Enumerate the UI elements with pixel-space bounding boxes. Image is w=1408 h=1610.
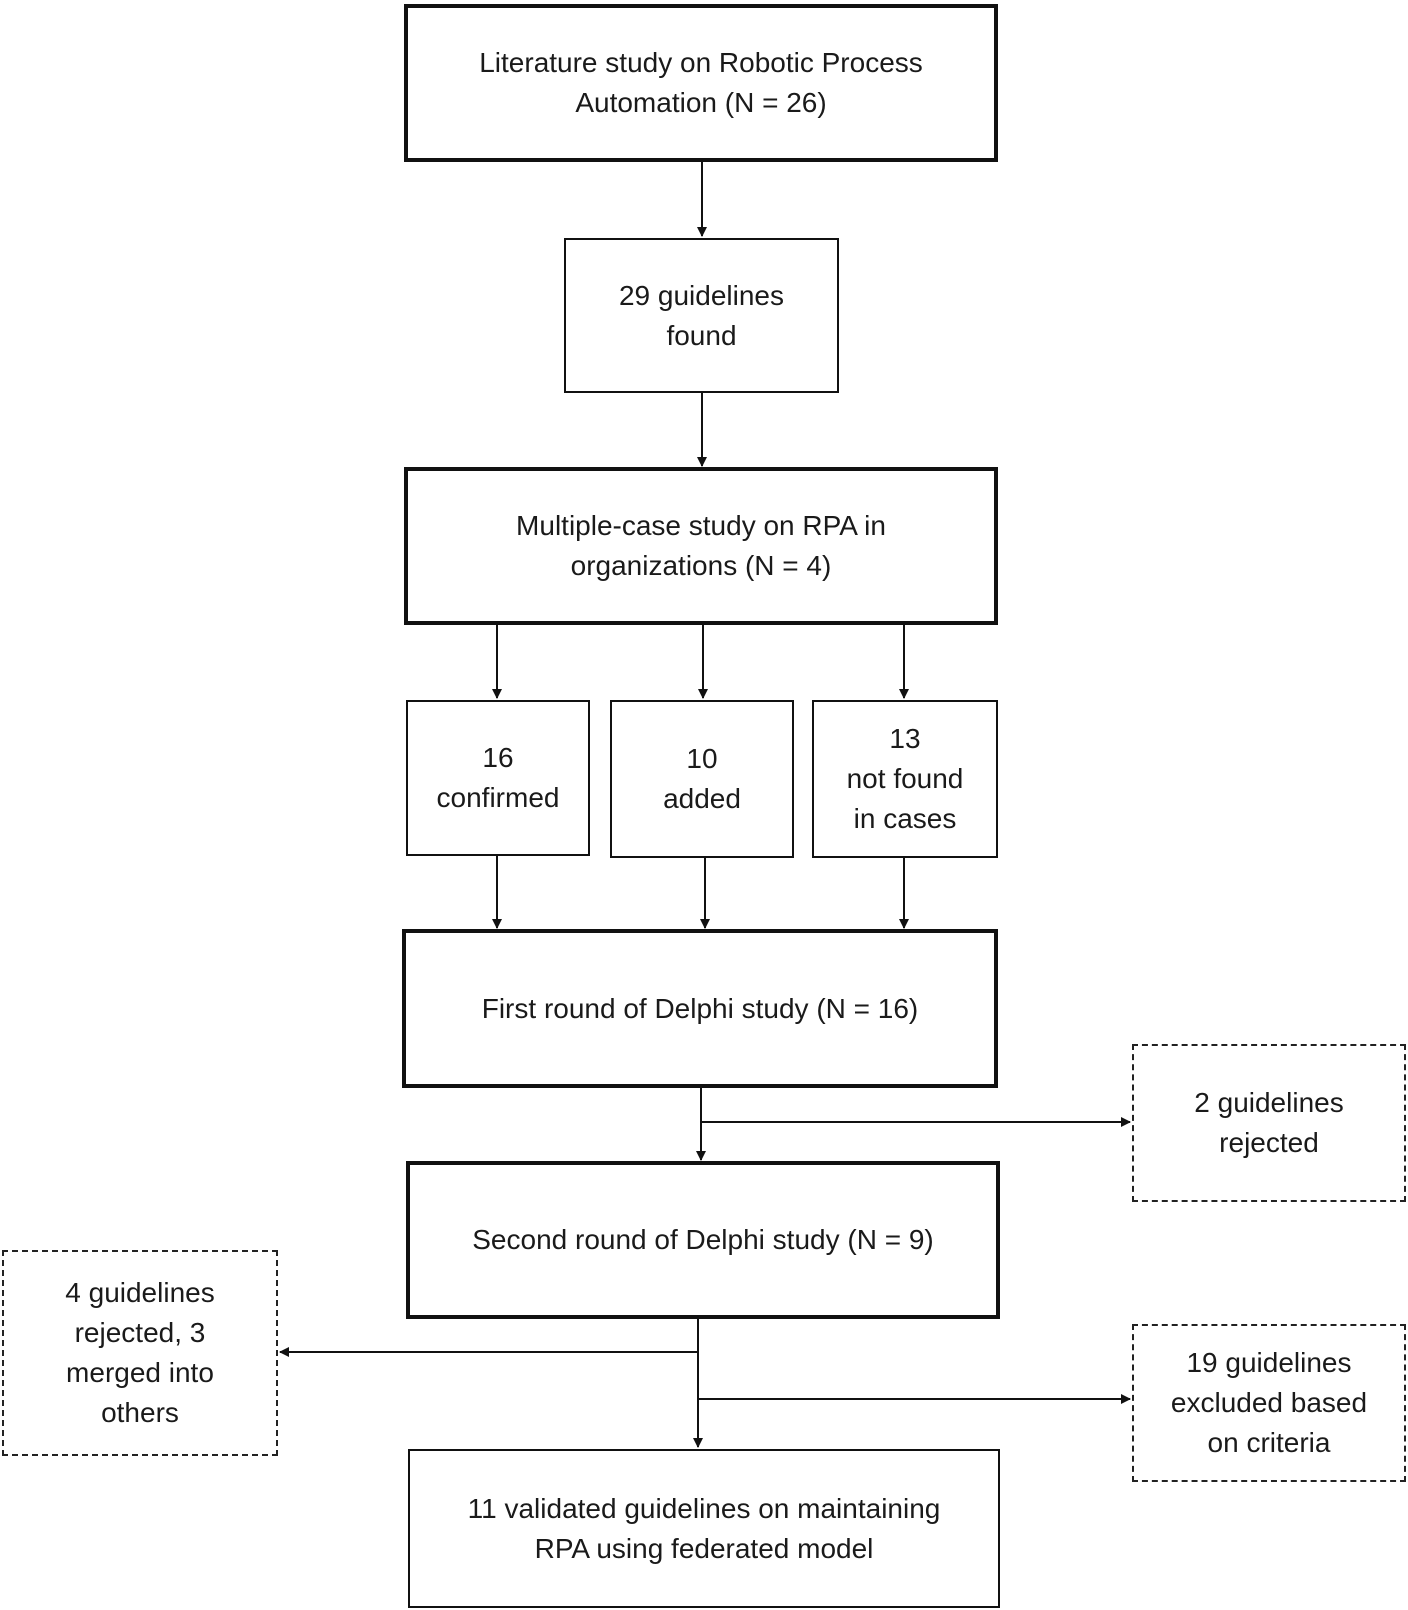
added-box: 10 added bbox=[610, 700, 794, 858]
added-label: 10 added bbox=[663, 743, 741, 814]
not-found-label: 13 not found in cases bbox=[846, 723, 964, 834]
delphi-first-round-label: First round of Delphi study (N = 16) bbox=[481, 992, 919, 1024]
multiple-case-study-label: Multiple-case study on RPA in organizati… bbox=[516, 510, 886, 581]
delphi-second-round-box: Second round of Delphi study (N = 9) bbox=[406, 1161, 1000, 1319]
literature-study-box: Literature study on Robotic Process Auto… bbox=[404, 4, 998, 162]
validated-guidelines-box: 11 validated guidelines on maintaining R… bbox=[408, 1449, 1000, 1608]
delphi-second-round-label: Second round of Delphi study (N = 9) bbox=[472, 1224, 934, 1255]
confirmed-box: 16 confirmed bbox=[406, 700, 590, 856]
literature-study-label: Literature study on Robotic Process Auto… bbox=[479, 47, 923, 118]
rejected-4-merged-3-box: 4 guidelines rejected, 3 merged into oth… bbox=[2, 1250, 278, 1456]
excluded-19-box: 19 guidelines excluded based on criteria bbox=[1132, 1324, 1406, 1482]
multiple-case-study-box: Multiple-case study on RPA in organizati… bbox=[404, 467, 998, 625]
not-found-box: 13 not found in cases bbox=[812, 700, 998, 858]
delphi-first-round-box: First round of Delphi study (N = 16) bbox=[402, 929, 998, 1088]
rejected-2-box: 2 guidelines rejected bbox=[1132, 1044, 1406, 1202]
guidelines-found-label: 29 guidelines found bbox=[618, 279, 785, 351]
confirmed-label: 16 confirmed bbox=[436, 742, 560, 813]
rejected-2-label: 2 guidelines rejected bbox=[1194, 1087, 1344, 1158]
rejected-4-merged-3-label: 4 guidelines rejected, 3 merged into oth… bbox=[65, 1277, 215, 1428]
guidelines-found-box: 29 guidelines found bbox=[564, 238, 839, 393]
excluded-19-label: 19 guidelines excluded based on criteria bbox=[1170, 1347, 1368, 1458]
validated-guidelines-label: 11 validated guidelines on maintaining R… bbox=[467, 1492, 941, 1564]
